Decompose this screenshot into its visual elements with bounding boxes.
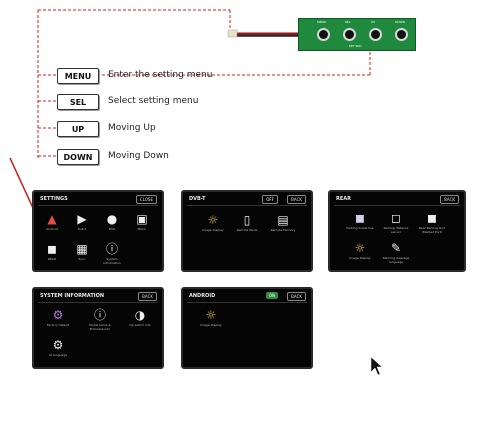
- rear-tile[interactable]: ◼REAR: [38, 242, 66, 262]
- remote-memory-tile[interactable]: ▤Remote Memory: [270, 213, 296, 233]
- dvbt-tile[interactable]: ▶Dvb-T: [68, 212, 96, 232]
- info-icon: ⓘ: [93, 308, 106, 322]
- settings-title: SETTINGS: [40, 196, 68, 202]
- keypad-label: KEY PAD: [349, 44, 362, 48]
- back-button[interactable]: BACK: [440, 195, 459, 204]
- menu-key-label: MENU: [57, 68, 99, 84]
- mirror-tile[interactable]: ▣Mirror: [128, 212, 156, 232]
- down-key-label: DOWN: [57, 149, 99, 165]
- android-screen: ANDROID ON BACK ☼Image Display: [181, 287, 313, 369]
- info-icon: ⓘ: [105, 242, 118, 256]
- remote-icon: ▯: [243, 213, 251, 227]
- gear-icon: ⚙: [52, 308, 64, 322]
- sel-key-desc: Select setting menu: [108, 96, 199, 106]
- close-button[interactable]: CLOSE: [135, 195, 157, 204]
- sensor-icon: ◻: [391, 211, 401, 225]
- language-gear-icon: ⚙: [52, 338, 64, 352]
- sun-icon: ☼: [354, 241, 366, 255]
- down-key-desc: Moving Down: [108, 151, 169, 161]
- factory-default-tile[interactable]: ⚙Factory default: [44, 308, 72, 328]
- rear-title: REAR: [336, 196, 351, 202]
- cast-icon: ▣: [136, 212, 148, 226]
- divider: [38, 302, 158, 303]
- remote-mode-tile[interactable]: ▯Remote Mode: [233, 213, 261, 233]
- op-switch-tile[interactable]: ◑Op switch info: [126, 308, 154, 328]
- dvbt-title: DVB-T: [189, 196, 206, 202]
- image-display-tile[interactable]: ☼Image Display: [346, 241, 374, 261]
- back-button[interactable]: BACK: [287, 292, 306, 301]
- android-toggle[interactable]: ON: [265, 292, 278, 299]
- menu-key-pin: [317, 28, 330, 41]
- memory-icon: ▤: [277, 213, 289, 227]
- dvbt-screen: DVB-T OFF BACK ☼Image Display ▯Remote Mo…: [181, 190, 313, 272]
- android-tile[interactable]: ▲Android: [38, 212, 66, 232]
- pin-label-up: UP: [371, 20, 376, 24]
- menu-key-desc: Enter the setting menu: [108, 70, 213, 80]
- disc-icon: ●: [106, 212, 118, 226]
- system-info-screen: SYSTEM INFORMATION BACK ⚙Factory default…: [32, 287, 164, 369]
- switch-icon: ◑: [134, 308, 146, 322]
- system-info-title: SYSTEM INFORMATION: [40, 293, 105, 299]
- android-title: ANDROID: [189, 293, 216, 299]
- sync-icon: ▦: [76, 242, 88, 256]
- sun-icon: ☼: [207, 213, 219, 227]
- image-display-tile[interactable]: ☼Image Display: [199, 213, 227, 233]
- language-icon: ✎: [390, 241, 402, 255]
- dvbt-toggle[interactable]: OFF: [262, 195, 278, 204]
- parking-guide-tile[interactable]: ◼Parking Guide line: [346, 211, 374, 231]
- android-icon: ▲: [47, 212, 57, 226]
- pin-label-down: DOWN: [395, 20, 405, 24]
- rear-parking-tile[interactable]: ◼Rear Parking Gnd (Marked Port): [418, 211, 446, 235]
- sync-tile[interactable]: ▦Sync: [68, 242, 96, 262]
- sun-icon: ☼: [205, 308, 217, 322]
- image-display-tile[interactable]: ☼Image Display: [197, 308, 225, 328]
- car-guide-icon: ◼: [355, 211, 365, 225]
- pin-label-sel: SEL: [345, 20, 351, 24]
- pin-label-menu: MENU: [317, 20, 326, 24]
- tv-icon: ▶: [77, 212, 87, 226]
- warning-language-tile[interactable]: ✎Warning message language: [382, 241, 410, 265]
- sel-key-label: SEL: [57, 94, 99, 110]
- car-icon: ◼: [47, 242, 57, 256]
- settings-screen: SETTINGS CLOSE ▲Android ▶Dvb-T ●DVD ▣Mir…: [32, 190, 164, 272]
- ui-language-tile[interactable]: ⚙UI language: [44, 338, 72, 358]
- keypad-board: MENU SEL UP DOWN KEY PAD: [298, 18, 416, 51]
- rear-screen: REAR BACK ◼Parking Guide line ◻Parking d…: [328, 190, 466, 272]
- up-key-label: UP: [57, 121, 99, 137]
- car-icon: ◼: [427, 211, 437, 225]
- back-button[interactable]: BACK: [287, 195, 306, 204]
- back-button[interactable]: BACK: [138, 292, 157, 301]
- divider: [38, 205, 158, 206]
- sel-key-pin: [343, 28, 356, 41]
- up-key-desc: Moving Up: [108, 123, 156, 133]
- dvd-tile[interactable]: ●DVD: [98, 212, 126, 232]
- divider: [187, 302, 307, 303]
- up-key-pin: [369, 28, 382, 41]
- down-key-pin: [395, 28, 408, 41]
- divider: [187, 205, 307, 206]
- divider: [334, 205, 460, 206]
- parking-sensor-tile[interactable]: ◻Parking distance sensor: [383, 211, 409, 235]
